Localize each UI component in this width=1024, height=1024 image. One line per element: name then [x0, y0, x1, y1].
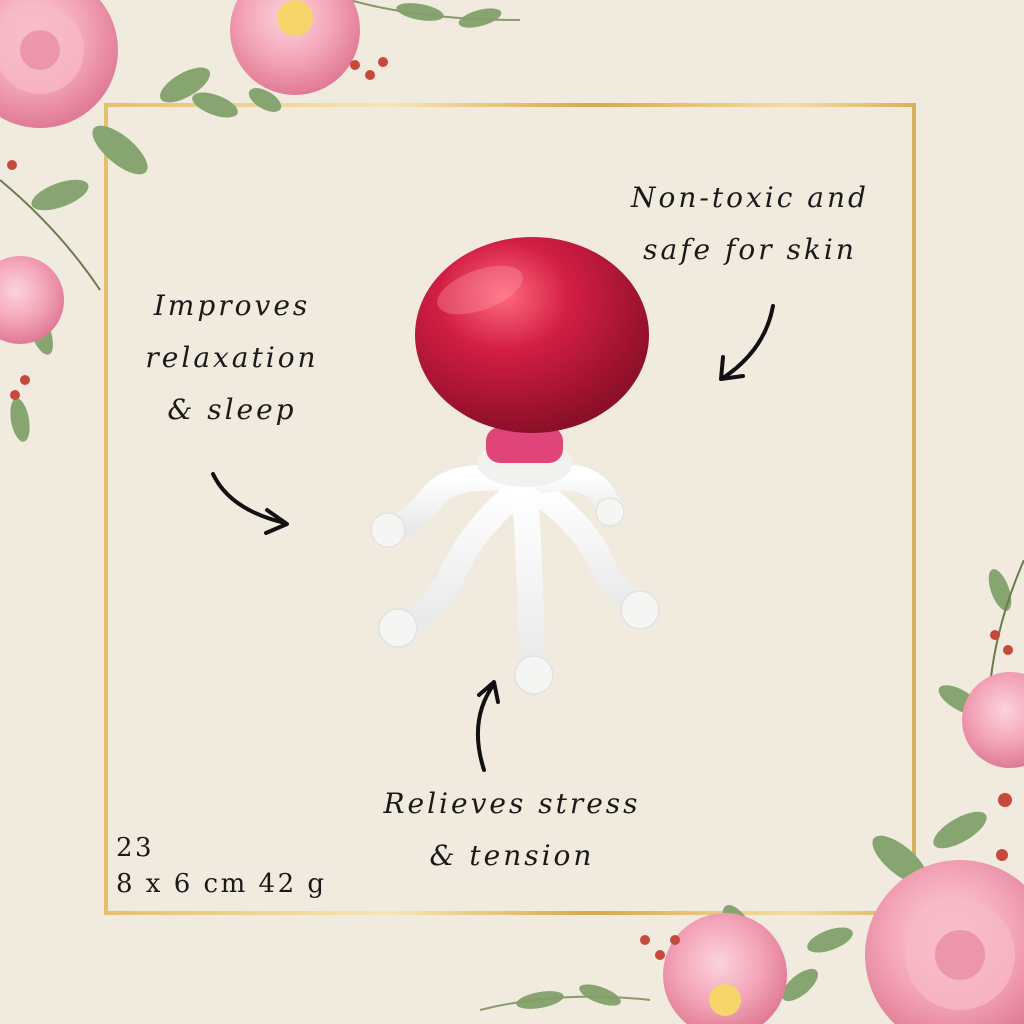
benefit-relaxation: Improves relaxation & sleep	[132, 280, 332, 436]
benefit-relaxation-line3: & sleep	[167, 393, 297, 426]
rose-icon	[962, 672, 1024, 768]
gold-frame	[104, 103, 916, 915]
arrow-icon	[211, 472, 289, 535]
benefit-relaxation-line2: relaxation	[145, 341, 319, 374]
arrow-icon	[719, 304, 775, 381]
floral-bottom-right	[479, 559, 1024, 1024]
floral-top-left	[0, 0, 521, 442]
benefit-safety: Non-toxic and safe for skin	[610, 172, 890, 276]
arrow-icon	[475, 680, 500, 772]
rose-icon	[663, 913, 787, 1024]
benefit-safety-line2: safe for skin	[643, 233, 857, 266]
rose-icon	[230, 0, 360, 95]
berry-cluster	[640, 630, 1013, 960]
spec-size-weight: 8 x 6 cm 42 g	[116, 869, 327, 899]
benefit-safety-line1: Non-toxic and	[631, 181, 869, 214]
massager-neck	[486, 427, 563, 463]
massager-tips	[370, 497, 660, 695]
massager-ball	[415, 237, 649, 433]
rose-icon	[0, 256, 64, 344]
benefit-relaxation-line1: Improves	[153, 289, 311, 322]
benefit-stress: Relieves stress & tension	[372, 778, 652, 882]
spec-code: 23	[116, 833, 155, 863]
rose-icon	[0, 0, 118, 128]
benefit-stress-line1: Relieves stress	[383, 787, 641, 820]
berry-cluster	[7, 57, 388, 400]
product-specs: 23 8 x 6 cm 42 g	[116, 830, 327, 902]
massager-product	[370, 237, 660, 695]
rose-icon	[865, 860, 1024, 1024]
benefit-stress-line2: & tension	[429, 839, 595, 872]
